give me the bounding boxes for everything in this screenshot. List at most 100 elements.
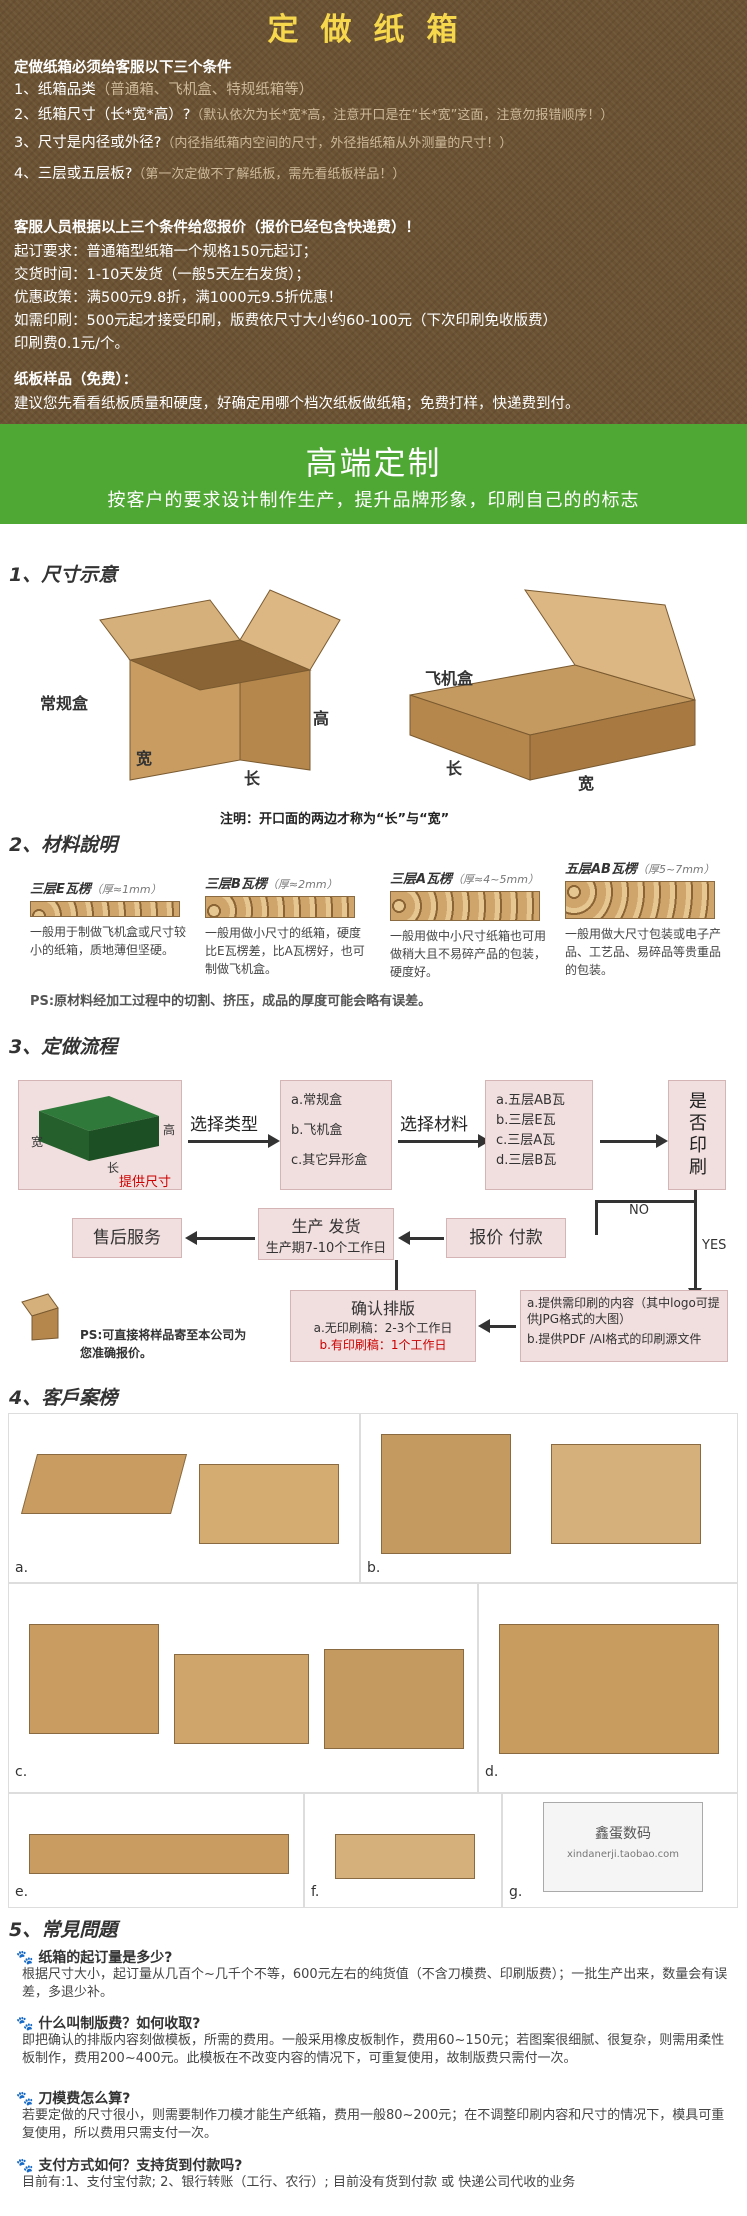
material-ab-sample [565, 881, 715, 919]
mailer-box-illustration [409, 589, 696, 781]
no-line [595, 1200, 695, 1203]
yes-label: YES [702, 1238, 727, 1253]
regular-box-illustration [99, 589, 341, 781]
dim-wide-1: 宽 [136, 749, 153, 768]
case-d: d. [478, 1583, 738, 1793]
confirm-line [395, 1260, 398, 1290]
faq-answer-4: 目前有:1、支付宝付款; 2、银行转账（工行、农行）; 目前没有货到付款 或 快… [22, 2175, 576, 2190]
case-f: f. [304, 1793, 502, 1908]
conditions-title: 定做纸箱必须给客服以下三个条件 [14, 60, 232, 76]
banner-title: 高端定制 [305, 444, 442, 482]
flow-provide-size: 宽 长 高 提供尺寸 [18, 1080, 182, 1190]
confirm-option-b: b.有印刷稿：1个工作日 [319, 1338, 447, 1352]
select-material-label: 选择材料 [400, 1115, 468, 1135]
material-ps: PS:原材料经加工过程中的切割、挤压，成品的厚度可能会略有误差。 [30, 994, 432, 1009]
cond-1-note: （普通箱、飞机盒、特规纸箱等） [95, 82, 314, 98]
flow-type-options: a.常规盒 b.飞机盒 c.其它异形盒 [280, 1080, 392, 1190]
cond-4-note: （第一次定做不了解纸板，需先看纸板样品！） [132, 167, 406, 182]
case-label-g: g. [509, 1884, 523, 1900]
material-b: 三层B瓦楞（厚≈2mm） 一般用做小尺寸的纸箱，硬度比E瓦楞差，比A瓦楞好，也可… [205, 873, 365, 978]
type-option-a: a.常规盒 [291, 1093, 343, 1108]
quote-line-4: 如需印刷：500元起才接受印刷，版费依尺寸大小约60-100元（下次印刷免收版费… [14, 313, 558, 329]
sample-text: 建议您先看看纸板质量和硬度，好确定用哪个档次纸板做纸箱；免费打样，快递费到付。 [14, 396, 580, 412]
production-box: 生产 发货 生产期7-10个工作日 [258, 1208, 394, 1260]
no-label: NO [629, 1203, 649, 1218]
paw-icon: 🐾 [16, 2158, 34, 2174]
cond-4: 4、三层或五层板? [14, 166, 133, 182]
quote-line-1: 起订要求：普通箱型纸箱一个规格150元起订； [14, 244, 318, 260]
size-note: 注明：开口面的两边才称为“长”与“宽” [220, 812, 450, 827]
arrow-left-icon [398, 1231, 444, 1245]
arrow-icon [398, 1134, 490, 1148]
flow-dim-wide: 宽 [31, 1135, 44, 1149]
flow-material-options: a.五层AB瓦 b.三层E瓦 c.三层A瓦 d.三层B瓦 [485, 1080, 593, 1190]
arrow-left-icon [185, 1231, 255, 1245]
section-size-title: 1、尺寸示意 [9, 564, 118, 586]
yes-line [694, 1190, 697, 1292]
arrow-icon [600, 1134, 668, 1148]
section-material-title: 2、材料說明 [9, 834, 118, 856]
material-b-sample [205, 896, 355, 918]
quote-line-5: 印刷费0.1元/个。 [14, 336, 129, 352]
faq-answer-1: 根据尺寸大小，起订量从几百个~几千个不等，600元左右的纯货值（不含刀模费、印刷… [22, 1967, 728, 2000]
case-label-b: b. [367, 1560, 381, 1576]
case-g: 鑫蛋数码 xindanerji.taobao.com g. [502, 1793, 738, 1908]
dim-high-1: 高 [313, 709, 330, 728]
sample-title: 纸板样品（免费）： [14, 372, 138, 388]
provide-size-label: 提供尺寸 [119, 1175, 172, 1190]
material-b-name: 三层B瓦楞 [205, 877, 267, 892]
material-a: 三层A瓦楞（厚≈4~5mm） 一般用做中小尺寸纸箱也可用做稍大且不易碎产品的包装… [390, 868, 550, 981]
case-label-a: a. [15, 1560, 29, 1576]
material-e-name: 三层E瓦楞 [30, 882, 91, 897]
production-period: 生产期7-10个工作日 [265, 1241, 387, 1256]
requirements-panel: 定做纸箱 定做纸箱必须给客服以下三个条件 1、纸箱品类（普通箱、飞机盒、特规纸箱… [0, 0, 747, 424]
cond-1: 1、纸箱品类 [14, 82, 96, 98]
section-faq-title: 5、常見問題 [9, 1919, 118, 1941]
box-sketch-icon [39, 1096, 159, 1161]
no-line-down [595, 1200, 598, 1235]
type-option-c: c.其它异形盒 [291, 1153, 368, 1168]
material-ab-name: 五层AB瓦楞 [565, 862, 637, 877]
flow-dim-high: 高 [163, 1123, 176, 1137]
after-sales-box: 售后服务 [72, 1218, 182, 1258]
mat-option-b: b.三层E瓦 [496, 1113, 556, 1128]
material-ab-thick: （厚5~7mm） [636, 863, 715, 876]
material-b-desc: 一般用做小尺寸的纸箱，硬度比E瓦楞差，比A瓦楞好，也可制做飞机盒。 [205, 926, 365, 976]
mat-option-c: c.三层A瓦 [496, 1133, 556, 1148]
mat-option-d: d.三层B瓦 [496, 1153, 557, 1168]
page-title: 定做纸箱 [267, 12, 480, 48]
case-e: e. [8, 1793, 304, 1908]
regular-box-label: 常规盒 [40, 694, 89, 713]
quote-pay-box: 报价 付款 [446, 1218, 566, 1258]
faq-question-3: 刀模费怎么算? [38, 2091, 131, 2107]
arrow-left-icon [478, 1319, 516, 1333]
section-cases-title: 4、客戶案榜 [9, 1387, 118, 1409]
material-a-desc: 一般用做中小尺寸纸箱也可用做稍大且不易碎产品的包装，硬度好。 [390, 929, 547, 979]
case-g-brand: 鑫蛋数码 [595, 1826, 651, 1842]
faq-answer-3: 若要定做的尺寸很小，则需要制作刀模才能生产纸箱，费用一般80~200元；在不调整… [22, 2108, 725, 2141]
cond-2: 2、纸箱尺寸（长*宽*高）? [14, 107, 191, 123]
material-e: 三层E瓦楞（厚≈1mm） 一般用于制做飞机盒或尺寸较小的纸箱，质地薄但坚硬。 [30, 878, 190, 959]
mailer-box-label: 飞机盒 [425, 669, 474, 688]
quote-title: 客服人员根据以上三个条件给您报价（报价已经包含快递费）！ [14, 220, 420, 236]
case-b: b. [360, 1413, 738, 1583]
cond-3: 3、尺寸是内径或外径? [14, 135, 162, 151]
paw-icon: 🐾 [16, 2016, 34, 2032]
quote-line-3: 优惠政策：满500元9.8折，满1000元9.5折优惠！ [14, 290, 343, 306]
case-a: a. [8, 1413, 360, 1583]
arrow-icon [188, 1134, 280, 1148]
print-files-box: a.提供需印刷的内容（其中logo可提供JPG格式的大图） b.提供PDF /A… [520, 1290, 728, 1362]
process-ps: PS:可直接将样品寄至本公司为您准确报价。 [80, 1328, 247, 1360]
mat-option-a: a.五层AB瓦 [496, 1093, 565, 1108]
case-g-url: xindanerji.taobao.com [567, 1849, 679, 1860]
quote-line-2: 交货时间：1-10天发货（一般5天左右发货）； [14, 267, 310, 283]
material-ab: 五层AB瓦楞（厚5~7mm） 一般用做大尺寸包装或电子产品、工艺品、易碎品等贵重… [565, 858, 725, 979]
material-e-desc: 一般用于制做飞机盒或尺寸较小的纸箱，质地薄但坚硬。 [30, 925, 187, 957]
dim-long-1: 长 [244, 769, 261, 788]
confirm-option-a: a.无印刷稿：2-3个工作日 [313, 1321, 453, 1335]
cond-2-note: （默认依次为长*宽*高，注意开口是在“长*宽”这面，注意勿报错顺序！） [190, 108, 614, 123]
dim-wide-2: 宽 [578, 774, 595, 793]
case-label-f: f. [311, 1884, 320, 1900]
material-b-thick: （厚≈2mm） [266, 878, 338, 891]
faq-question-1: 纸箱的起订量是多少? [38, 1950, 173, 1966]
